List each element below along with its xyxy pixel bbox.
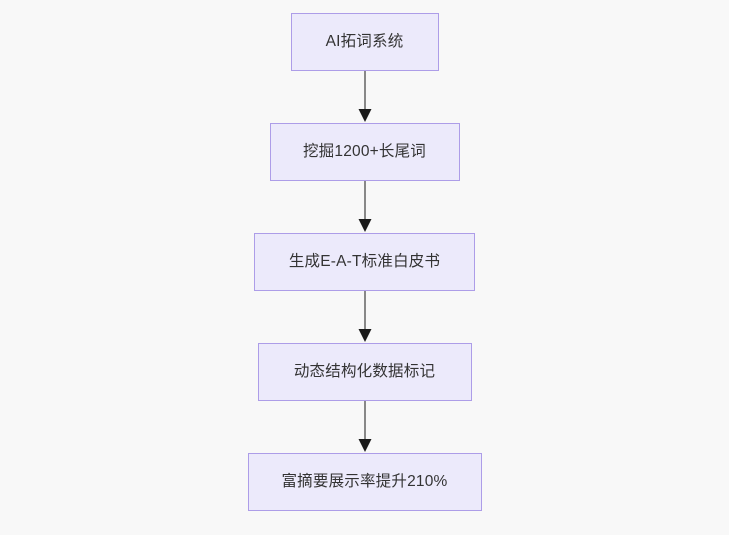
flow-node-label: 生成E-A-T标准白皮书: [288, 252, 441, 270]
flow-edge-n3-n4: [355, 401, 375, 453]
flow-node-mine-longtail-keywords[interactable]: 挖掘1200+长尾词: [269, 123, 460, 181]
flow-node-rich-snippet-impression-lift[interactable]: 富摘要展示率提升210%: [247, 453, 482, 511]
flow-edge-n1-n2: [355, 181, 375, 233]
flow-node-ai-keyword-system[interactable]: AI拓词系统: [290, 13, 439, 71]
flow-node-label: 富摘要展示率提升210%: [281, 472, 448, 490]
flow-node-dynamic-structured-data-markup[interactable]: 动态结构化数据标记: [257, 343, 472, 401]
flow-edge-n0-n1: [355, 71, 375, 123]
flow-node-label: AI拓词系统: [325, 32, 404, 50]
flow-node-generate-eat-whitepaper[interactable]: 生成E-A-T标准白皮书: [254, 233, 475, 291]
flow-node-label: 动态结构化数据标记: [293, 362, 436, 380]
flow-node-label: 挖掘1200+长尾词: [302, 142, 427, 160]
flow-edge-n2-n3: [355, 291, 375, 343]
